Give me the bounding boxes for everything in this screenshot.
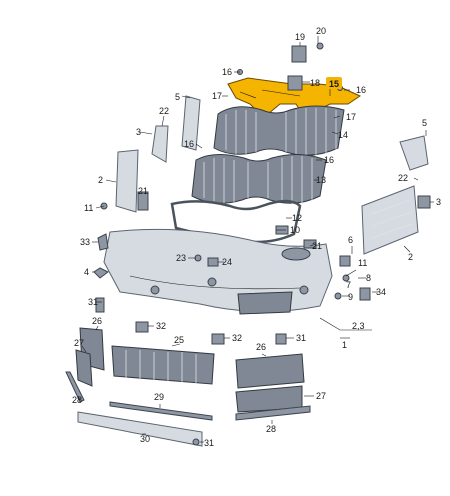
callout-3-right[interactable]: 3 — [436, 197, 441, 207]
part-31-screw-bottom[interactable] — [192, 438, 200, 446]
part-19-clip[interactable] — [291, 45, 307, 63]
part-32-cap-right[interactable] — [211, 333, 225, 345]
callout-25[interactable]: 25 — [174, 335, 184, 345]
part-9-screw[interactable] — [334, 292, 342, 300]
callout-19[interactable]: 19 — [295, 32, 305, 42]
callout-16-b[interactable]: 16 — [356, 85, 366, 95]
callout-labels: 20 19 16 18 15 16 17 5 22 17 3 14 16 16 … — [72, 26, 441, 448]
callout-15[interactable]: 15 — [329, 79, 339, 89]
callout-4[interactable]: 4 — [84, 267, 89, 277]
part-13-grille[interactable] — [191, 154, 327, 204]
part-18-clip[interactable] — [287, 75, 303, 91]
callout-9[interactable]: 9 — [348, 292, 353, 302]
part-20-screw[interactable] — [316, 42, 324, 50]
callout-22-right[interactable]: 22 — [398, 173, 408, 183]
callout-8[interactable]: 8 — [366, 273, 371, 283]
part-28-strip-right[interactable] — [235, 405, 311, 421]
callout-16-d[interactable]: 16 — [324, 155, 334, 165]
callout-2-left[interactable]: 2 — [98, 175, 103, 185]
part-27-side-insert-left[interactable] — [75, 349, 93, 387]
callout-11-left[interactable]: 11 — [84, 203, 93, 213]
part-3-clip-right[interactable] — [417, 195, 431, 209]
callout-24[interactable]: 24 — [222, 257, 232, 267]
callout-10[interactable]: 10 — [290, 225, 300, 235]
callout-28-left[interactable]: 28 — [72, 395, 82, 405]
part-2-side-bracket-left[interactable] — [115, 149, 139, 213]
callout-26-left[interactable]: 26 — [92, 316, 102, 326]
part-32-cap-left[interactable] — [135, 321, 149, 333]
part-21-clip-left[interactable] — [137, 191, 149, 211]
callout-5-left[interactable]: 5 — [175, 92, 180, 102]
callout-2-3[interactable]: 2,3 — [352, 321, 365, 331]
callout-27-right[interactable]: 27 — [316, 391, 326, 401]
callout-31-bottom[interactable]: 31 — [204, 438, 214, 448]
callout-7[interactable]: 7 — [346, 280, 351, 290]
callout-11-right[interactable]: 11 — [358, 258, 367, 268]
callout-26-right[interactable]: 26 — [256, 342, 266, 352]
callout-17-b[interactable]: 17 — [346, 112, 356, 122]
leader-lines — [77, 36, 434, 443]
callout-14[interactable]: 14 — [338, 130, 348, 140]
bumper-fog-light-opening — [281, 247, 311, 261]
part-29-chrome-strip[interactable] — [109, 401, 213, 421]
callout-27-left[interactable]: 27 — [74, 338, 84, 348]
callout-17-a[interactable]: 17 — [212, 91, 222, 101]
callout-badge-15 — [326, 77, 342, 89]
part-34-clip[interactable] — [359, 287, 371, 301]
callout-29[interactable]: 29 — [154, 392, 164, 402]
part-30-spoiler[interactable] — [77, 411, 203, 447]
callout-12[interactable]: 12 — [292, 213, 302, 223]
callout-22-left[interactable]: 22 — [159, 106, 169, 116]
part-31-clip-right[interactable] — [275, 333, 287, 345]
part-4-nut[interactable] — [93, 267, 109, 279]
part-3-bracket-left[interactable] — [151, 125, 169, 163]
callout-30[interactable]: 30 — [140, 434, 150, 444]
part-7-screw[interactable] — [342, 274, 350, 282]
callout-2-right[interactable]: 2 — [408, 252, 413, 262]
part-1-bumper-cover[interactable] — [103, 228, 333, 315]
callout-13[interactable]: 13 — [316, 175, 326, 185]
part-25-center-lower-grille[interactable] — [111, 345, 215, 385]
part-31-clip-left[interactable] — [95, 297, 105, 313]
callout-16-c[interactable]: 16 — [184, 139, 194, 149]
callout-21-left[interactable]: 21 — [138, 186, 148, 196]
callout-5-right[interactable]: 5 — [422, 118, 427, 128]
callout-16-a[interactable]: 16 — [222, 67, 232, 77]
callout-33[interactable]: 33 — [80, 237, 90, 247]
callout-3-left[interactable]: 3 — [136, 127, 141, 137]
part-14-upper-grille[interactable] — [213, 105, 345, 156]
callout-32-right[interactable]: 32 — [232, 333, 242, 343]
part-24-clip[interactable] — [207, 257, 219, 267]
callout-23[interactable]: 23 — [176, 253, 186, 263]
part-26-side-grille-right[interactable] — [235, 353, 305, 389]
part-5-bracket-right[interactable] — [399, 135, 429, 171]
callout-31-left[interactable]: 31 — [88, 297, 98, 307]
callout-21-right[interactable]: 21 — [312, 241, 322, 251]
part-5-bracket-left[interactable] — [181, 95, 201, 151]
callout-20[interactable]: 20 — [316, 26, 326, 36]
callout-18[interactable]: 18 — [310, 78, 320, 88]
callout-1[interactable]: 1 — [342, 340, 347, 350]
callout-6[interactable]: 6 — [348, 235, 353, 245]
part-28-strip-left[interactable] — [65, 371, 85, 403]
part-6-clip[interactable] — [339, 255, 351, 267]
callout-32-left[interactable]: 32 — [156, 321, 166, 331]
callout-31-right[interactable]: 31 — [296, 333, 306, 343]
callout-34[interactable]: 34 — [376, 287, 386, 297]
callout-28-right[interactable]: 28 — [266, 424, 276, 434]
part-33-clip[interactable] — [97, 233, 109, 251]
